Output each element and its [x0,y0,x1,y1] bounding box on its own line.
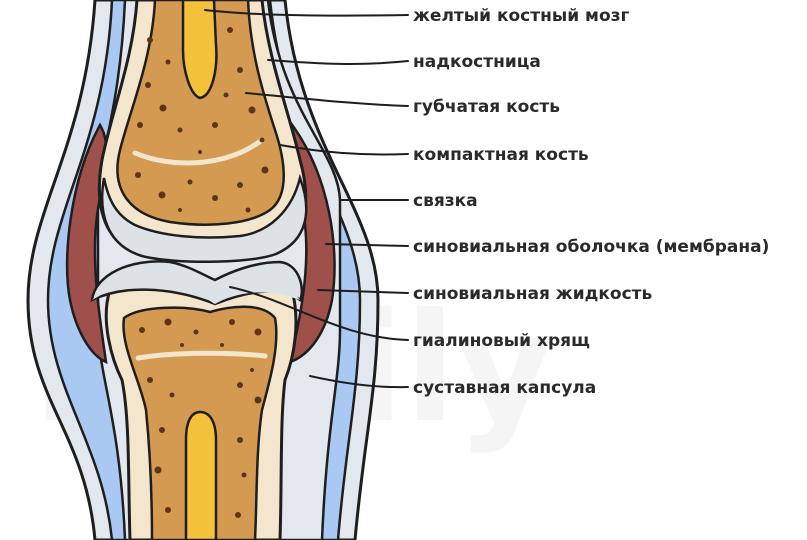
lower-cartilage-band [92,280,300,304]
leader-synovial-fluid [317,289,409,294]
leader-lines [204,9,409,389]
lower-epiphyseal-line [135,350,268,361]
leader-synovial-membrane [325,243,409,247]
leader-spongy-bone [245,92,409,107]
label-joint-capsule: суставная капсула [413,378,596,398]
label-yellow-marrow: желтый костный мозг [413,6,630,26]
spongy-pores [135,27,269,518]
label-periosteum: надкостница [413,52,541,72]
leader-compact-bone [279,144,409,156]
upper-yellow-marrow [181,0,218,100]
label-synovial-membrane: синовиальная оболочка (мембрана) [413,237,769,257]
lower-yellow-marrow [184,410,218,540]
labels: желтый костный мозг надкостница губчатая… [413,6,769,398]
leader-periosteum [267,59,409,65]
label-compact-bone: компактная кость [413,145,589,165]
upper-cartilage [100,173,308,263]
upper-epiphyseal-line [132,137,265,166]
upper-spongy-bone [116,0,285,226]
leader-hyaline-cartilage [229,286,409,341]
lower-cartilage [90,260,304,306]
label-spongy-bone: губчатая кость [413,97,560,117]
leader-yellow-marrow [204,9,409,17]
label-hyaline-cartilage: гиалиновый хрящ [413,331,590,351]
label-synovial-fluid: синовиальная жидкость [413,284,652,304]
label-ligament: связка [413,191,478,211]
leader-joint-capsule [309,375,409,389]
